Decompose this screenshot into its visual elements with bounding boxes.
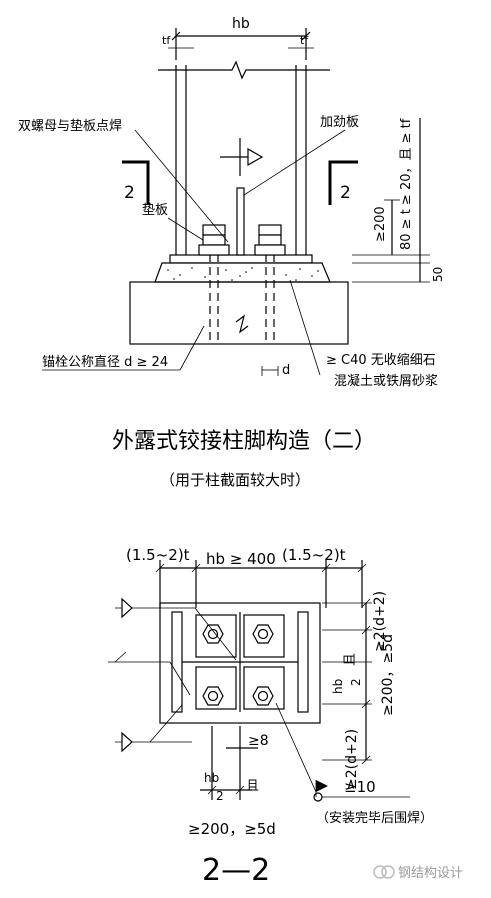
label-weld-10: ≥10 [344, 778, 376, 796]
anchor-bolt-left [198, 224, 230, 345]
label-grout-1: ≥ C40 无收缩细石 [326, 352, 436, 368]
dim-vertical-1: 80 ≥ t ≥ 20，且 ≥ tf [399, 118, 414, 250]
nut-tl [202, 624, 224, 644]
label-anchor: 锚栓公称直径 d ≥ 24 [42, 355, 168, 370]
dim-right-4: ≥2(d+2) [344, 729, 360, 790]
dim-right-1: ≥2(d+2) [372, 591, 388, 652]
anchor-bolt-right [254, 224, 286, 345]
grout-stipple [167, 267, 319, 281]
dim-right-2-den: 2 [349, 678, 363, 686]
dim-bottom-den: 2 [216, 789, 224, 803]
dim-weld-8: ≥8 [248, 733, 269, 749]
section-mark-right: 2 [340, 183, 351, 203]
dim-vertical-2: ≥200 [373, 206, 388, 242]
dim-right-3: ≥200，≥5d [380, 634, 396, 716]
nut-br [252, 686, 274, 706]
dim-tf-left: tf [162, 34, 171, 47]
dim-top-left: (1.5~2)t [126, 546, 190, 564]
dim-right-2-suffix: 且 [343, 653, 358, 666]
dim-right-2-num: hb [331, 679, 345, 694]
upper-title: 外露式铰接柱脚构造（二） [112, 429, 376, 454]
dim-d: d [282, 363, 290, 378]
label-nut-weld: 双螺母与垫板点焊 [18, 118, 122, 134]
elevation-view [42, 28, 430, 376]
dim-bottom-suffix: 且 [246, 779, 259, 794]
label-grout-2: 混凝土或铁屑砂浆 [334, 373, 438, 389]
dim-top-mid: hb ≥ 400 [206, 550, 276, 568]
upper-subtitle: （用于柱截面较大时） [160, 471, 310, 489]
plan-view [108, 560, 410, 802]
label-weld-note: （安装完毕后围焊） [316, 810, 433, 826]
section-title: 2—2 [202, 853, 270, 888]
dim-vertical-3: 50 [431, 267, 445, 282]
watermark: 钢结构设计 [373, 865, 463, 881]
dim-hb: hb [232, 16, 250, 32]
label-pad: 垫板 [142, 202, 168, 218]
section-mark-left: 2 [124, 183, 135, 203]
dim-bottom-line2: ≥200，≥5d [188, 820, 276, 838]
watermark-text: 钢结构设计 [398, 866, 463, 881]
dim-bottom-num: hb [204, 771, 219, 785]
nut-tr [252, 624, 274, 644]
nut-bl [202, 686, 224, 706]
label-stiffener: 加劲板 [320, 115, 359, 130]
dim-top-right: (1.5~2)t [282, 546, 346, 564]
dim-tf-right: tf [300, 34, 309, 47]
